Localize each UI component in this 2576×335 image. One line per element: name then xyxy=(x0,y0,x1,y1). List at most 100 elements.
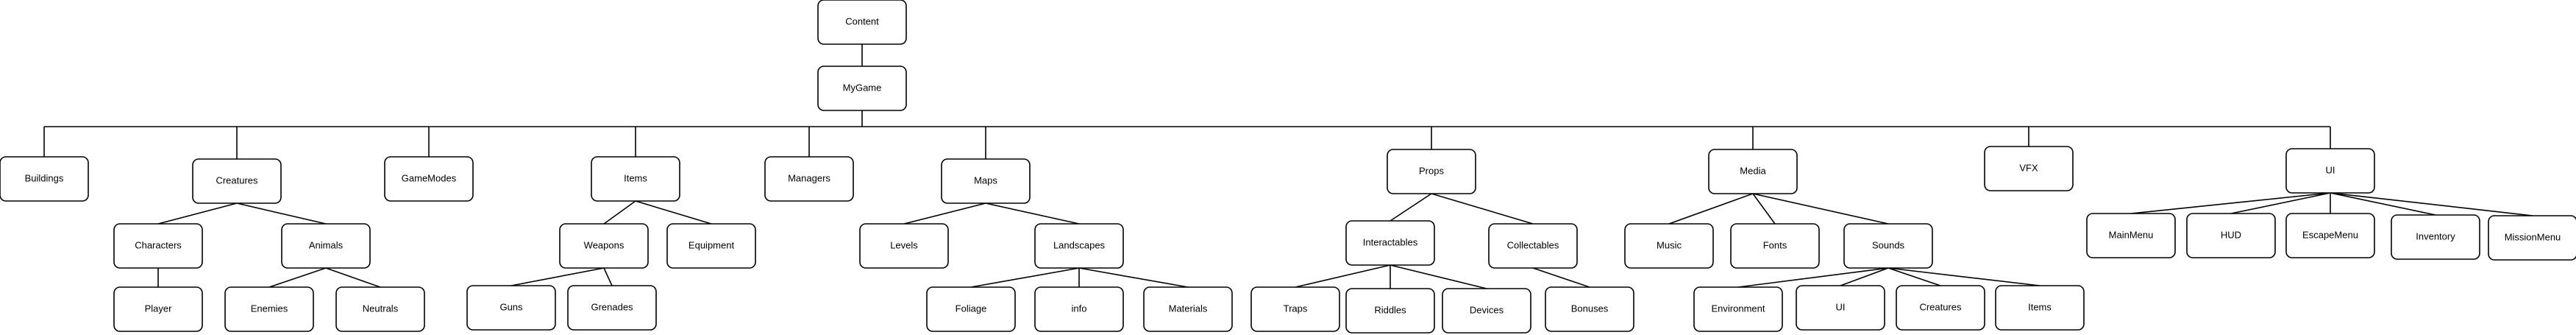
node-label: Props xyxy=(1419,165,1444,176)
node-box xyxy=(1345,288,1435,334)
edge-sounds-sounds-items xyxy=(1887,267,2040,286)
node-label: Devices xyxy=(1470,304,1504,315)
node-box xyxy=(2086,213,2176,258)
edge-sounds-sounds-ui xyxy=(1840,267,1889,286)
node-box xyxy=(1693,286,1783,332)
node-vfx: VFX xyxy=(1984,146,2074,191)
node-bonuses: Bonuses xyxy=(1545,286,1634,332)
node-label: Player xyxy=(145,303,173,314)
node-box xyxy=(1488,223,1578,269)
node-sounds: Sounds xyxy=(1843,223,1933,269)
node-box xyxy=(859,223,949,269)
node-ui: UI xyxy=(2285,148,2375,194)
node-box xyxy=(113,223,203,269)
edge-collectables-bonuses xyxy=(1532,267,1590,288)
edge-creatures-animals xyxy=(236,202,327,225)
node-box xyxy=(2186,213,2276,258)
edge-sounds-environment xyxy=(1737,267,1889,288)
node-box xyxy=(1387,149,1476,194)
node-label: MissionMenu xyxy=(2505,231,2561,242)
node-label: Managers xyxy=(788,172,830,183)
node-grenades: Grenades xyxy=(567,285,657,331)
node-box xyxy=(1730,223,1820,269)
edge-ui-missionmenu xyxy=(2330,192,2533,216)
node-info: info xyxy=(1034,286,1124,332)
node-label: Media xyxy=(1740,165,1766,176)
edge-media-music xyxy=(1668,193,1754,225)
node-label: Items xyxy=(2028,301,2052,312)
node-box xyxy=(192,158,282,204)
node-label: Items xyxy=(624,172,647,183)
node-mainmenu: MainMenu xyxy=(2086,213,2176,258)
node-items: Items xyxy=(591,156,680,202)
edge-animals-neutrals xyxy=(325,267,381,288)
node-fonts: Fonts xyxy=(1730,223,1820,269)
node-box xyxy=(335,286,425,332)
node-box xyxy=(1545,286,1634,332)
node-label: UI xyxy=(1836,301,1846,312)
node-box xyxy=(666,223,756,269)
node-label: HUD xyxy=(2221,229,2241,240)
node-box xyxy=(113,286,203,332)
node-label: Sounds xyxy=(1872,239,1905,250)
node-box xyxy=(1442,288,1531,334)
edge-landscapes-materials xyxy=(1078,267,1189,288)
edge-animals-enemies xyxy=(268,267,327,288)
node-label: Weapons xyxy=(584,239,625,250)
node-label: Levels xyxy=(890,239,918,250)
node-box xyxy=(0,156,89,202)
node-box xyxy=(1250,286,1340,332)
edge-weapons-grenades xyxy=(603,267,613,286)
node-box xyxy=(1345,220,1435,266)
node-box xyxy=(2285,213,2375,258)
node-box xyxy=(817,0,907,45)
node-label: EscapeMenu xyxy=(2302,229,2358,240)
node-creatures: Creatures xyxy=(192,158,282,204)
node-sounds-ui: UI xyxy=(1796,285,1885,331)
node-box xyxy=(1896,285,1985,331)
node-box xyxy=(1708,149,1798,194)
node-neutrals: Neutrals xyxy=(335,286,425,332)
node-box xyxy=(384,156,474,202)
edge-ui-mainmenu xyxy=(2130,192,2331,214)
node-guns: Guns xyxy=(466,285,556,331)
node-box xyxy=(941,158,1031,204)
node-player: Player xyxy=(113,286,203,332)
edge-media-sounds xyxy=(1752,193,1889,225)
node-label: Equipment xyxy=(689,239,735,250)
node-box xyxy=(559,223,649,269)
node-hud: HUD xyxy=(2186,213,2276,258)
node-box xyxy=(2285,148,2375,194)
node-box xyxy=(1034,223,1124,269)
edge-maps-levels xyxy=(903,202,986,225)
node-media: Media xyxy=(1708,149,1798,194)
edge-creatures-characters xyxy=(157,202,238,225)
node-foliage: Foliage xyxy=(926,286,1016,332)
node-sounds-items: Items xyxy=(1995,285,2085,331)
node-label: Creatures xyxy=(1919,301,1962,312)
node-box xyxy=(1995,285,2085,331)
edge-items-equipment xyxy=(635,200,712,225)
edge-items-weapons xyxy=(603,200,636,225)
edge-props-collectables xyxy=(1431,193,1534,225)
node-box xyxy=(1143,286,1233,332)
node-label: Buildings xyxy=(25,172,64,183)
node-buildings: Buildings xyxy=(0,156,89,202)
node-collectables: Collectables xyxy=(1488,223,1578,269)
node-content: Content xyxy=(817,0,907,45)
node-label: Fonts xyxy=(1763,239,1787,250)
node-label: MyGame xyxy=(843,82,882,93)
node-enemies: Enemies xyxy=(224,286,314,332)
node-escapemenu: EscapeMenu xyxy=(2285,213,2375,258)
edge-landscapes-foliage xyxy=(970,267,1080,288)
node-box xyxy=(926,286,1016,332)
edge-ui-inventory xyxy=(2330,192,2436,216)
node-label: Interactables xyxy=(1363,236,1418,247)
node-box xyxy=(2488,215,2576,261)
node-label: Inventory xyxy=(2416,230,2455,241)
node-label: Bonuses xyxy=(1571,303,1609,314)
node-label: Music xyxy=(1657,239,1682,250)
node-label: GameModes xyxy=(402,172,457,183)
